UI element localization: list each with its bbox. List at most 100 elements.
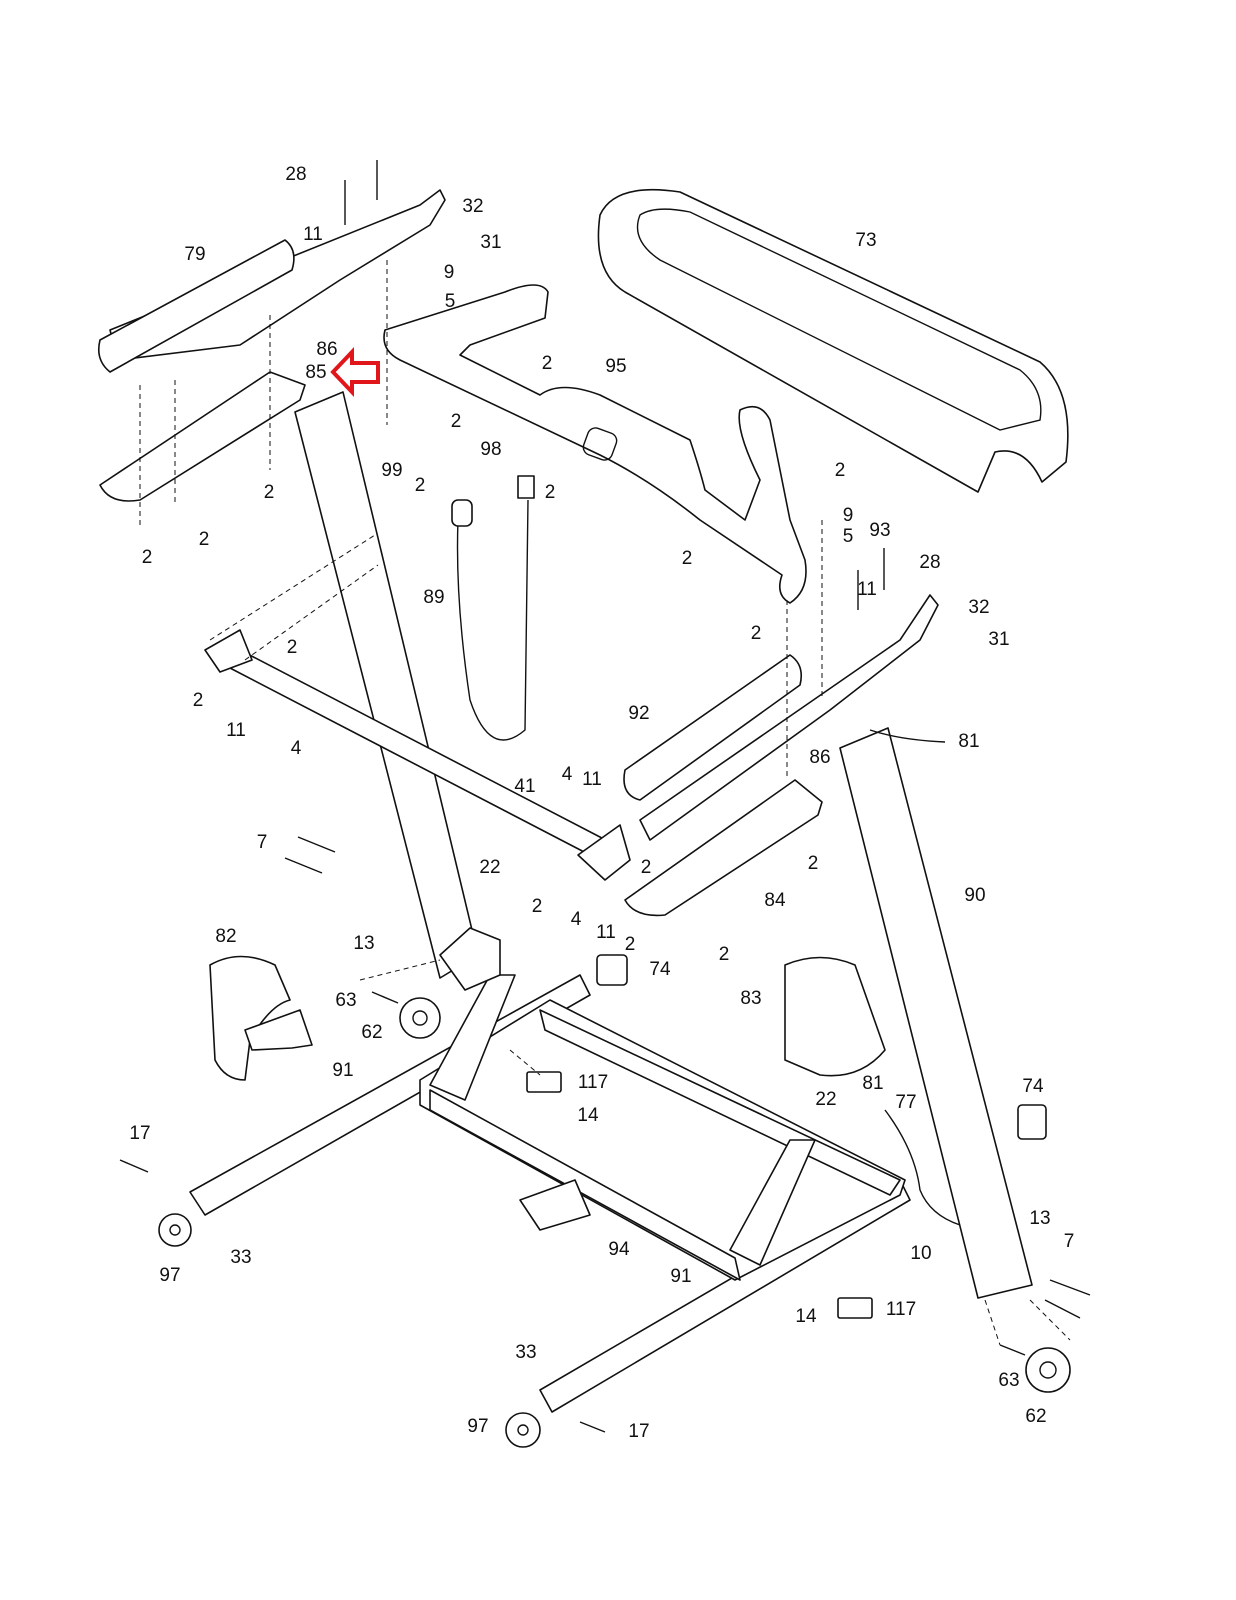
callout-label: 81 (862, 1073, 883, 1094)
callout-label: 2 (287, 637, 298, 658)
fasteners (119, 160, 1091, 1433)
callout-label: 2 (264, 482, 275, 503)
part-98-safety-key-cable (456, 499, 529, 741)
callout-label: 94 (608, 1239, 630, 1260)
callout-label: 11 (303, 224, 323, 245)
callout-label: 2 (545, 482, 556, 503)
part-117-block (526, 1071, 562, 1093)
callout-label: 2 (641, 857, 652, 878)
callout-label: 9 (843, 505, 854, 526)
part-82-bracket (244, 1009, 313, 1051)
callout-label: 32 (968, 597, 989, 618)
callout-label: 11 (857, 579, 877, 600)
callout-label: 4 (562, 764, 573, 785)
callout-label: 28 (285, 164, 306, 185)
callout-label: 81 (958, 731, 979, 752)
part-92-cover (623, 654, 803, 801)
callout-label: 2 (142, 547, 153, 568)
callout-label: 11 (582, 769, 602, 790)
callout-label: 4 (571, 909, 582, 930)
part-motor-mount (439, 927, 501, 991)
part-117-block-right (837, 1297, 873, 1319)
part-83-cover (784, 956, 886, 1077)
guide-lines (139, 260, 1071, 1346)
callout-label: 62 (1025, 1406, 1046, 1427)
callout-label: 2 (542, 353, 553, 374)
callout-label: 93 (869, 520, 890, 541)
part-62-wheel-right (1025, 1347, 1071, 1393)
part-41-crossbar (204, 629, 631, 881)
callout-label: 33 (515, 1342, 536, 1363)
part-84-cover (624, 779, 823, 917)
callout-label: 82 (215, 926, 236, 947)
callout-label: 28 (919, 552, 940, 573)
callout-label: 5 (445, 291, 456, 312)
callout-label: 74 (1022, 1076, 1044, 1097)
callout-label: 92 (628, 703, 649, 724)
callout-label: 14 (577, 1105, 599, 1126)
callout-label: 95 (605, 356, 626, 377)
callout-label: 77 (895, 1092, 916, 1113)
callout-label: 85 (305, 362, 326, 383)
callout-label: 31 (480, 232, 501, 253)
callout-label: 2 (625, 934, 636, 955)
part-95-console (383, 284, 807, 604)
callout-label: 2 (451, 411, 462, 432)
callout-label: 63 (998, 1370, 1019, 1391)
callout-label: 74 (649, 959, 671, 980)
callout-label: 117 (886, 1299, 916, 1320)
callout-label: 89 (423, 587, 444, 608)
callout-label: 97 (467, 1416, 488, 1437)
callout-label: 91 (670, 1266, 691, 1287)
callout-label: 97 (159, 1265, 180, 1286)
callout-label: 83 (740, 988, 761, 1009)
callout-label: 31 (988, 629, 1009, 650)
callout-label: 11 (596, 922, 616, 943)
callout-label: 5 (843, 526, 854, 547)
callout-label: 2 (808, 853, 819, 874)
callout-label: 2 (193, 690, 204, 711)
part-74-bracket-right (1017, 1104, 1047, 1140)
callout-label: 17 (129, 1123, 150, 1144)
callout-label: 2 (719, 944, 730, 965)
part-86-right-handrail (639, 594, 939, 841)
callout-label: 86 (809, 747, 830, 768)
callout-label: 99 (381, 460, 402, 481)
callout-label: 4 (291, 738, 302, 759)
part-97-wheel-right (505, 1412, 541, 1448)
highlight-arrow (330, 346, 380, 398)
callout-label: 84 (764, 890, 786, 911)
callout-label: 2 (835, 460, 846, 481)
callout-label: 13 (1029, 1208, 1050, 1229)
part-90-right-upright (839, 727, 1033, 1299)
callout-label: 63 (335, 990, 356, 1011)
callout-label: 90 (964, 885, 985, 906)
callout-label: 17 (628, 1421, 649, 1442)
part-97-wheel (158, 1213, 192, 1247)
callout-label: 11 (226, 720, 246, 741)
part-81-wire (884, 1109, 961, 1226)
part-85-cover (99, 371, 306, 502)
callout-label: 10 (910, 1243, 931, 1264)
part-73-tray (597, 188, 1069, 493)
callout-label: 2 (415, 475, 426, 496)
callout-label: 7 (1064, 1231, 1075, 1252)
callout-label: 62 (361, 1022, 382, 1043)
part-79-cover (97, 239, 295, 373)
callout-label: 79 (184, 244, 205, 265)
callout-label: 2 (751, 623, 762, 644)
callout-label: 7 (257, 832, 268, 853)
callout-label: 13 (353, 933, 374, 954)
callout-label: 86 (316, 339, 337, 360)
callout-label: 41 (514, 776, 535, 797)
part-74-bracket (596, 954, 628, 986)
callout-label: 22 (479, 857, 500, 878)
callout-label: 32 (462, 196, 483, 217)
callout-label: 9 (444, 262, 455, 283)
part-82-cover (209, 955, 291, 1081)
callout-label: 33 (230, 1247, 251, 1268)
callout-label: 91 (332, 1060, 353, 1081)
callout-label: 117 (578, 1072, 608, 1093)
part-62-wheel (399, 997, 441, 1039)
